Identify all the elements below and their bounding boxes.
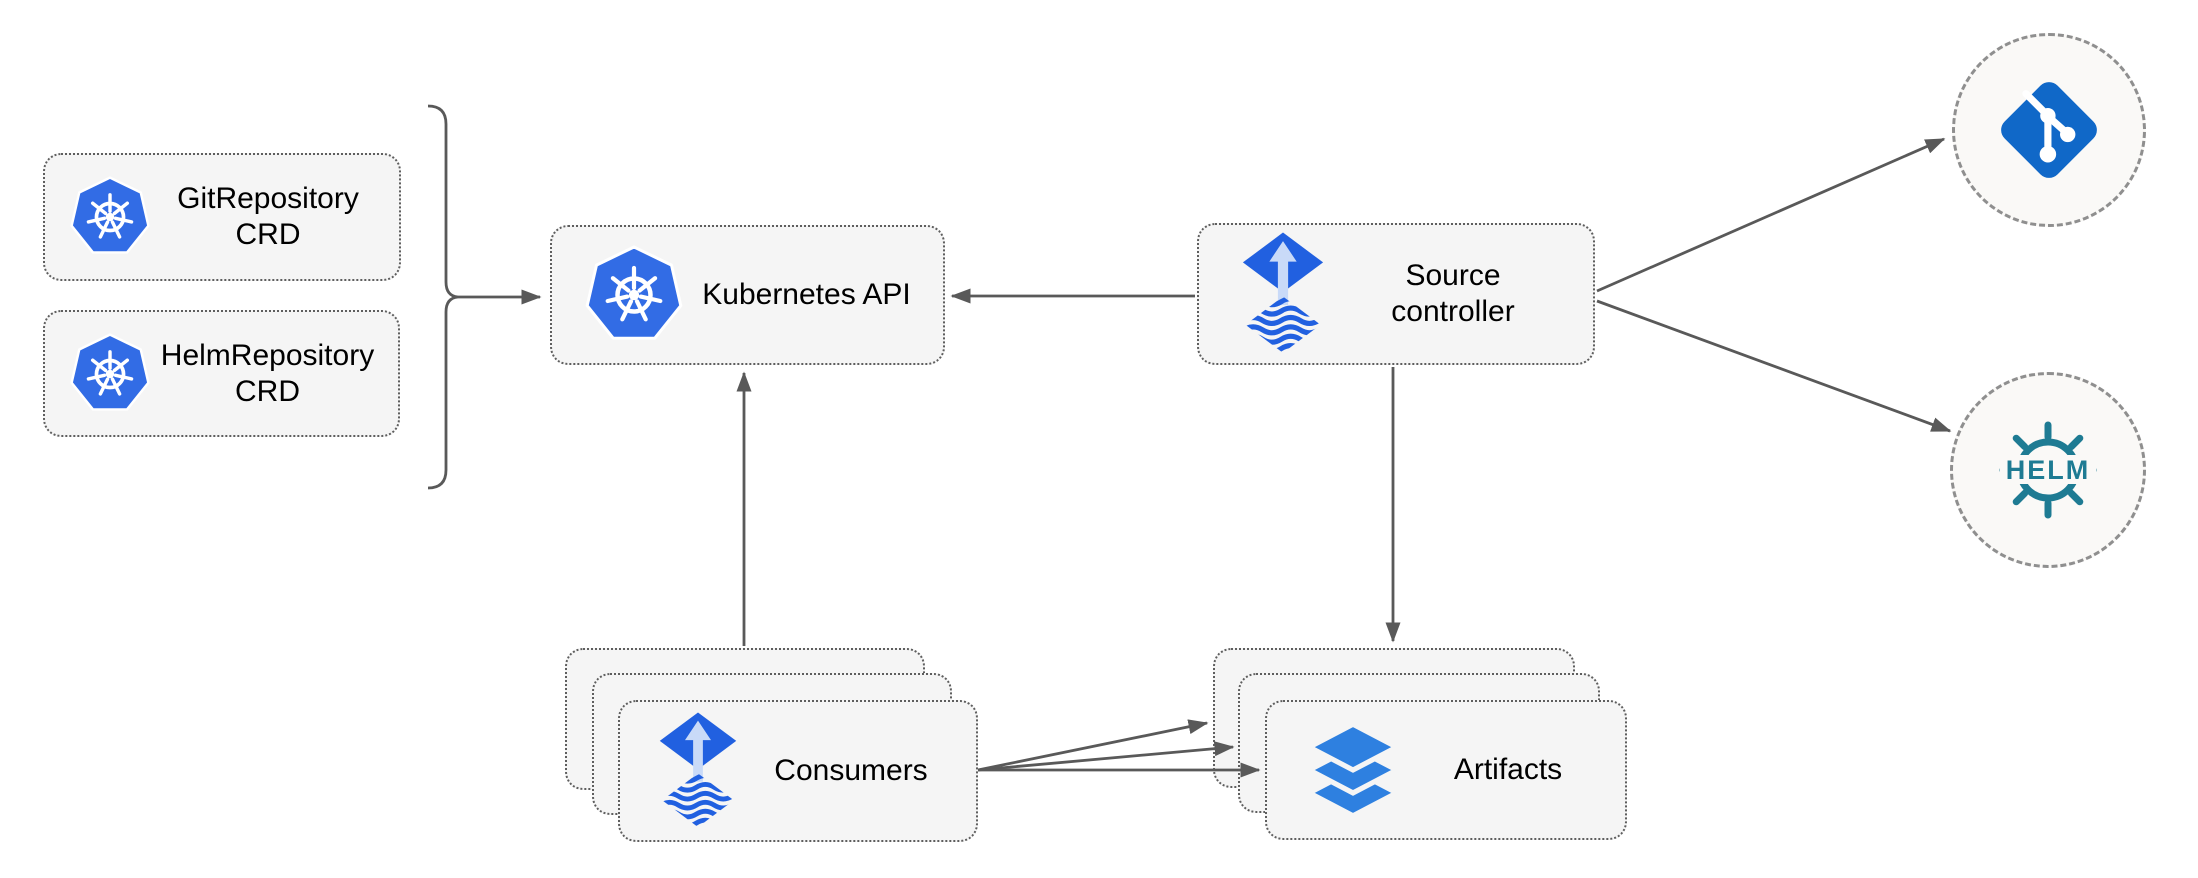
kubernetes-icon xyxy=(584,245,684,345)
edge-consumers-to-artifacts-2 xyxy=(977,741,1235,772)
node-gitrepository-crd: GitRepository CRD xyxy=(43,153,401,281)
edge-consumers-to-artifacts-1 xyxy=(977,719,1209,772)
node-label-helmrepository-crd: HelmRepository CRD xyxy=(160,338,375,408)
edge-source-controller-to-helm xyxy=(1596,299,1952,433)
node-source-controller: Source controller xyxy=(1197,223,1595,365)
node-label-artifacts: Artifacts xyxy=(1453,753,1563,786)
node-consumers: Consumers xyxy=(618,700,978,842)
helm-logo-icon: HELM xyxy=(1988,410,2108,530)
flux-source-icon xyxy=(1239,230,1327,358)
crd-group-bracket xyxy=(427,104,459,490)
node-artifacts: Artifacts xyxy=(1265,700,1627,840)
edge-source-controller-to-git xyxy=(1596,137,1946,293)
layers-icon xyxy=(1301,718,1405,822)
kubernetes-icon xyxy=(69,176,151,258)
node-git-endpoint xyxy=(1952,33,2146,227)
node-helmrepository-crd: HelmRepository CRD xyxy=(43,310,400,437)
node-label-kubernetes-api: Kubernetes API xyxy=(702,278,911,311)
node-label-source-controller: Source controller xyxy=(1391,259,1515,328)
git-logo-icon xyxy=(1994,75,2104,185)
helm-logo-text: HELM xyxy=(2006,455,2091,485)
node-kubernetes-api: Kubernetes API xyxy=(550,225,945,365)
node-helm-endpoint: HELM xyxy=(1950,372,2146,568)
flux-source-icon xyxy=(656,710,740,832)
kubernetes-icon xyxy=(69,333,151,415)
node-label-gitrepository-crd: GitRepository CRD xyxy=(177,182,359,251)
node-label-consumers: Consumers xyxy=(774,754,928,787)
